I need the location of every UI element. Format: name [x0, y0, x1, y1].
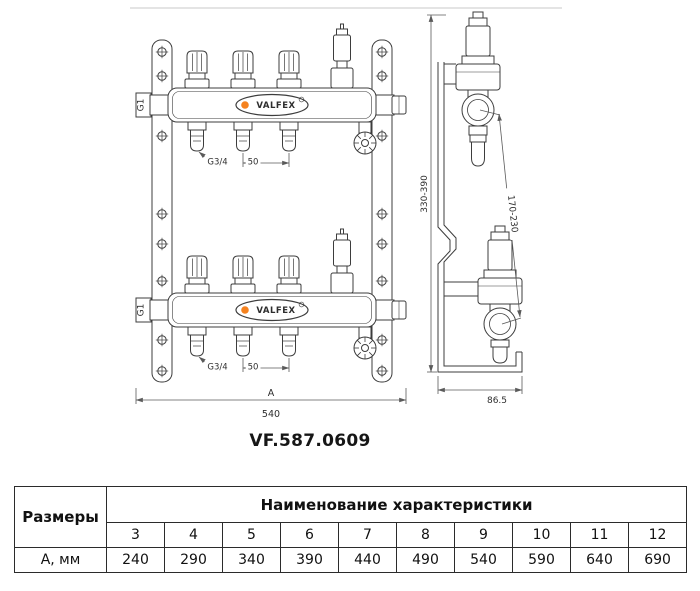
width-value-label: 540 — [262, 409, 280, 420]
size-cell: 4 — [164, 522, 223, 548]
value-cell: 240 — [106, 547, 165, 573]
size-number-row: 3 4 5 6 7 8 9 10 11 12 — [15, 522, 688, 548]
size-cell: 10 — [512, 522, 571, 548]
manifold-technical-drawing: G1 G1 VALFEX VALFEX G3/4 50 G3/4 50 А 54… — [130, 7, 562, 420]
size-cell: 9 — [454, 522, 513, 548]
value-cell: 690 — [627, 547, 688, 573]
size-cell: 7 — [338, 522, 397, 548]
table-column-header: Наименование характеристики — [105, 486, 688, 523]
spacing-label-bottom: 50 — [248, 363, 259, 373]
size-cell: 8 — [396, 522, 455, 548]
size-cell: 3 — [106, 522, 165, 548]
size-cell: 11 — [570, 522, 629, 548]
dimension-row-label: А, мм — [14, 547, 107, 573]
g34-label-bottom: G3/4 — [207, 363, 227, 373]
spacing-label-top: 50 — [248, 158, 259, 168]
g34-label-top: G3/4 — [207, 158, 227, 168]
brand-logo-text-top: VALFEX — [256, 101, 295, 111]
table-row-header: Размеры — [14, 486, 107, 548]
side-upper-valve — [455, 11, 501, 167]
g1-label-bottom: G1 — [137, 304, 147, 317]
value-cell: 290 — [164, 547, 223, 573]
pitch-range-label: 170-230 — [505, 187, 523, 241]
size-cell: 12 — [627, 522, 688, 548]
width-letter-label: А — [268, 388, 275, 399]
side-view — [427, 11, 523, 394]
side-lower-valve — [477, 225, 523, 364]
lower-manifold-assembly — [136, 229, 406, 372]
width-dimension — [135, 388, 407, 404]
size-table: Размеры Наименование характеристики 3 4 … — [14, 486, 688, 573]
dimension-value-row: А, мм 240 290 340 390 440 490 540 590 64… — [14, 547, 688, 573]
depth-label: 86.5 — [487, 396, 507, 406]
svg-text:170-230: 170-230 — [505, 195, 519, 234]
model-number: VF.587.0609 — [249, 431, 371, 451]
value-cell: 490 — [396, 547, 455, 573]
value-cell: 340 — [222, 547, 281, 573]
upper-manifold-assembly — [136, 24, 406, 167]
size-cell: 5 — [222, 522, 281, 548]
size-cell: 6 — [280, 522, 339, 548]
value-cell: 440 — [338, 547, 397, 573]
front-view — [136, 24, 406, 404]
value-cell: 540 — [454, 547, 513, 573]
value-cell: 590 — [512, 547, 571, 573]
value-cell: 390 — [280, 547, 339, 573]
height-range-label: 330-390 — [418, 169, 430, 219]
g1-label-top: G1 — [137, 99, 147, 112]
value-cell: 640 — [570, 547, 629, 573]
bracket-profile — [437, 62, 523, 373]
brand-logo-text-bottom: VALFEX — [256, 306, 295, 316]
svg-text:330-390: 330-390 — [420, 175, 430, 213]
